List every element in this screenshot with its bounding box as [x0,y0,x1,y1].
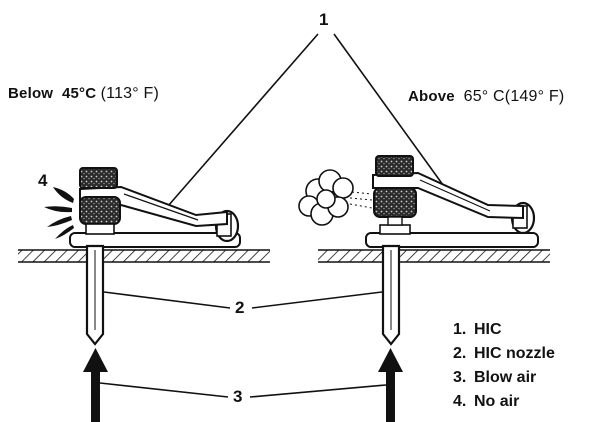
right-hic-assembly [298,155,550,422]
legend-item-text: HIC nozzle [474,345,555,362]
right-blow-air-arrow [378,348,403,422]
left-blow-air-arrow [83,348,108,422]
callout-4-number: 4 [38,171,48,190]
left-hic-assembly [18,167,270,422]
legend-item: 1. HIC [453,318,555,342]
legend-item-text: HIC [474,321,502,338]
legend-item: 4. No air [453,390,555,414]
legend-item-text: No air [474,393,520,410]
condition-below-celsius: 45°C [61,85,97,102]
legend-item-text: Blow air [474,369,537,386]
legend-item: 2. HIC nozzle [453,342,555,366]
left-floor-hatch [18,250,270,262]
condition-above-fahrenheit: (149° F) [504,88,565,105]
legend-item: 3. Blow air [453,366,555,390]
right-valve-body [373,187,417,218]
condition-below-prefix: Below [8,85,54,102]
callout-2-number: 2 [235,298,245,317]
condition-above-celsius: 65° C [463,88,505,105]
condition-above-label: Above 65° C(149° F) [408,88,564,106]
callout-1-leaders [167,33,452,207]
left-valve-cap [79,167,118,189]
no-air-marks [44,187,74,239]
left-base-plate [69,232,241,248]
right-floor-hatch [318,250,550,262]
callout-1-number: 1 [319,10,329,29]
left-valve-body [79,196,121,225]
legend-item-number: 2. [453,345,467,362]
right-valve-cap [375,155,414,177]
legend-item-number: 1. [453,321,467,338]
legend: 1. HIC 2. HIC nozzle 3. Blow air 4. No air [453,318,555,414]
callout-3-leaders [99,382,387,398]
condition-below-fahrenheit: (113° F) [100,85,160,102]
air-puff-cloud [298,169,373,226]
condition-below-label: Below 45°C (113° F) [8,85,159,103]
legend-item-number: 3. [453,369,467,386]
condition-above-prefix: Above [408,88,455,105]
legend-item-number: 4. [453,393,467,410]
callout-3-number: 3 [233,387,243,406]
right-base-plate [365,232,539,248]
callout-2-leaders [103,291,383,309]
